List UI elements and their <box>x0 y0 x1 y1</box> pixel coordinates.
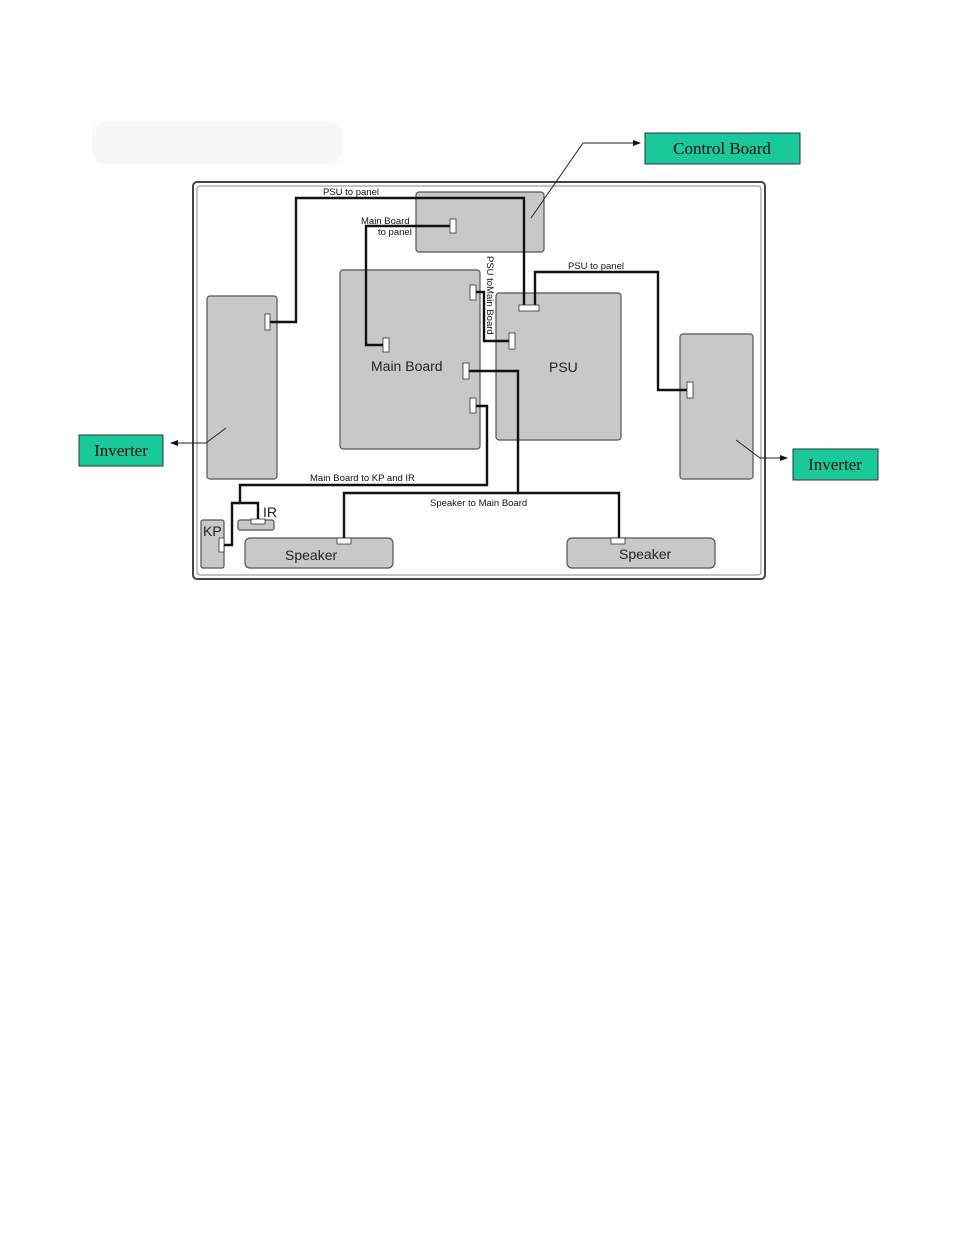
cable-label-main-board-to-kp-ir: Main Board to KP and IR <box>310 473 415 484</box>
main-board-label: Main Board <box>371 358 443 374</box>
kp-label: KP <box>203 523 222 539</box>
connector-main-board-psu <box>470 285 476 300</box>
connector-control-board <box>450 219 456 233</box>
arrowhead-inverter-right <box>780 455 788 461</box>
psu-label: PSU <box>549 359 578 375</box>
connector-inverter-left <box>265 314 270 330</box>
cable-label-speaker-to-main-board: Speaker to Main Board <box>430 498 527 509</box>
connector-speaker-left <box>337 538 351 544</box>
ir-label: IR <box>263 504 277 520</box>
connector-psu-main <box>509 333 515 349</box>
callout-control-board-text: Control Board <box>673 139 771 158</box>
speaker-left-label: Speaker <box>285 547 337 563</box>
callout-inverter-right-text: Inverter <box>808 455 862 474</box>
connector-kp <box>219 538 224 552</box>
cable-label-main-board-to-panel-1: Main Board <box>361 216 410 227</box>
faded-header-smudge <box>92 122 342 164</box>
arrowhead-control-board <box>633 140 641 146</box>
connector-inverter-right <box>687 382 693 398</box>
callout-inverter-left-text: Inverter <box>94 441 148 460</box>
connector-main-board-speaker <box>463 363 469 379</box>
connector-main-board-kp-ir <box>470 398 476 413</box>
connector-speaker-right <box>611 538 625 544</box>
cable-label-main-board-to-panel-2: to panel <box>378 227 412 238</box>
arrowhead-inverter-left <box>170 440 178 446</box>
cable-label-psu-to-main-board: PSU toMain Board <box>484 256 495 335</box>
inverter-board-right <box>680 334 753 479</box>
connector-main-board-panel <box>383 338 389 352</box>
speaker-right-label: Speaker <box>619 546 671 562</box>
connector-psu-top <box>519 305 539 311</box>
cable-label-psu-to-panel-top: PSU to panel <box>323 187 379 198</box>
cable-label-psu-to-panel-right: PSU to panel <box>568 261 624 272</box>
